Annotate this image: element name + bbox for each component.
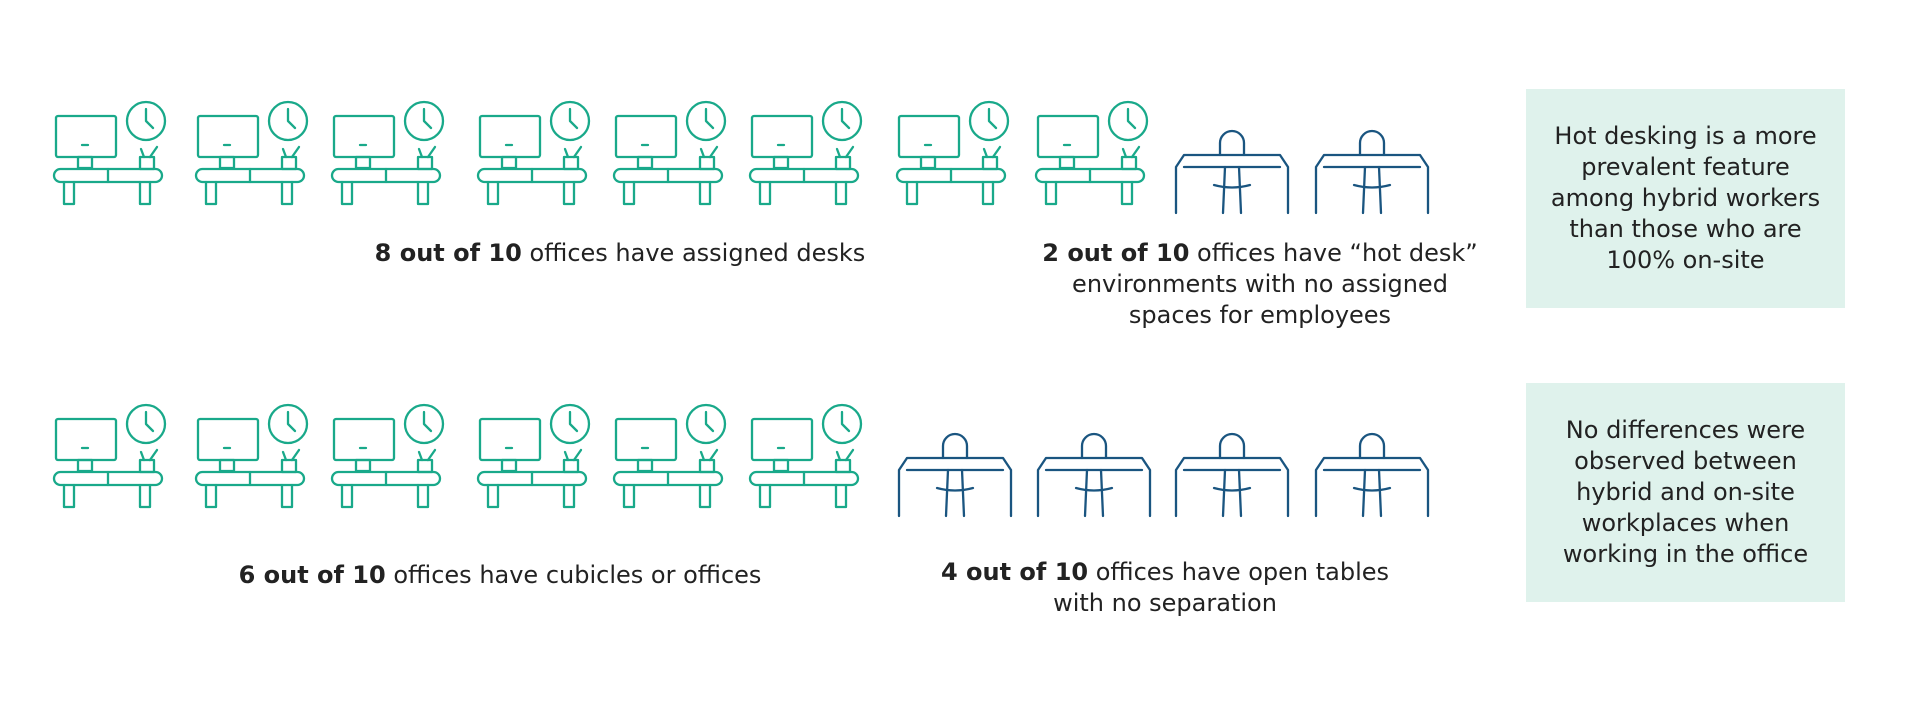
caption-open-tables-text: offices have open tables with no separat… — [1053, 558, 1390, 617]
workstation-icon — [1034, 95, 1152, 215]
open-table-icon — [1174, 398, 1290, 518]
workstation-icon — [330, 95, 448, 215]
workstation-icon — [330, 398, 448, 518]
open-table-icon — [1036, 398, 1152, 518]
caption-assigned-desks-stat: 8 out of 10 — [374, 239, 522, 267]
caption-hot-desk-text: offices have “hot desk” environments wit… — [1072, 239, 1478, 329]
note-no-differences: No differences were observed between hyb… — [1526, 383, 1845, 602]
caption-assigned-desks: 8 out of 10 offices have assigned desks — [300, 238, 940, 269]
workstation-icon — [748, 95, 866, 215]
workstation-icon — [476, 95, 594, 215]
open-table-icon — [1314, 398, 1430, 518]
open-table-icon — [1314, 95, 1430, 215]
caption-cubicles: 6 out of 10 offices have cubicles or off… — [200, 560, 800, 591]
workstation-icon — [612, 398, 730, 518]
workstation-icon — [194, 398, 312, 518]
workstation-icon — [895, 95, 1013, 215]
workstation-icon — [52, 398, 170, 518]
note-no-differences-text: No differences were observed between hyb… — [1562, 416, 1809, 568]
open-table-icon — [897, 398, 1013, 518]
workstation-icon — [476, 398, 594, 518]
caption-cubicles-text: offices have cubicles or offices — [385, 561, 762, 589]
note-hot-desking-text: Hot desking is a more prevalent feature … — [1550, 122, 1821, 274]
workstation-icon — [194, 95, 312, 215]
caption-cubicles-stat: 6 out of 10 — [238, 561, 386, 589]
workstation-icon — [612, 95, 730, 215]
caption-hot-desk-stat: 2 out of 10 — [1042, 239, 1190, 267]
note-hot-desking: Hot desking is a more prevalent feature … — [1526, 89, 1845, 308]
caption-open-tables: 4 out of 10 offices have open tables wit… — [940, 557, 1390, 619]
workstation-icon — [748, 398, 866, 518]
caption-open-tables-stat: 4 out of 10 — [940, 558, 1089, 586]
workstation-icon — [52, 95, 170, 215]
caption-assigned-desks-text: offices have assigned desks — [521, 239, 866, 267]
caption-hot-desk: 2 out of 10 offices have “hot desk” envi… — [1040, 238, 1480, 331]
open-table-icon — [1174, 95, 1290, 215]
